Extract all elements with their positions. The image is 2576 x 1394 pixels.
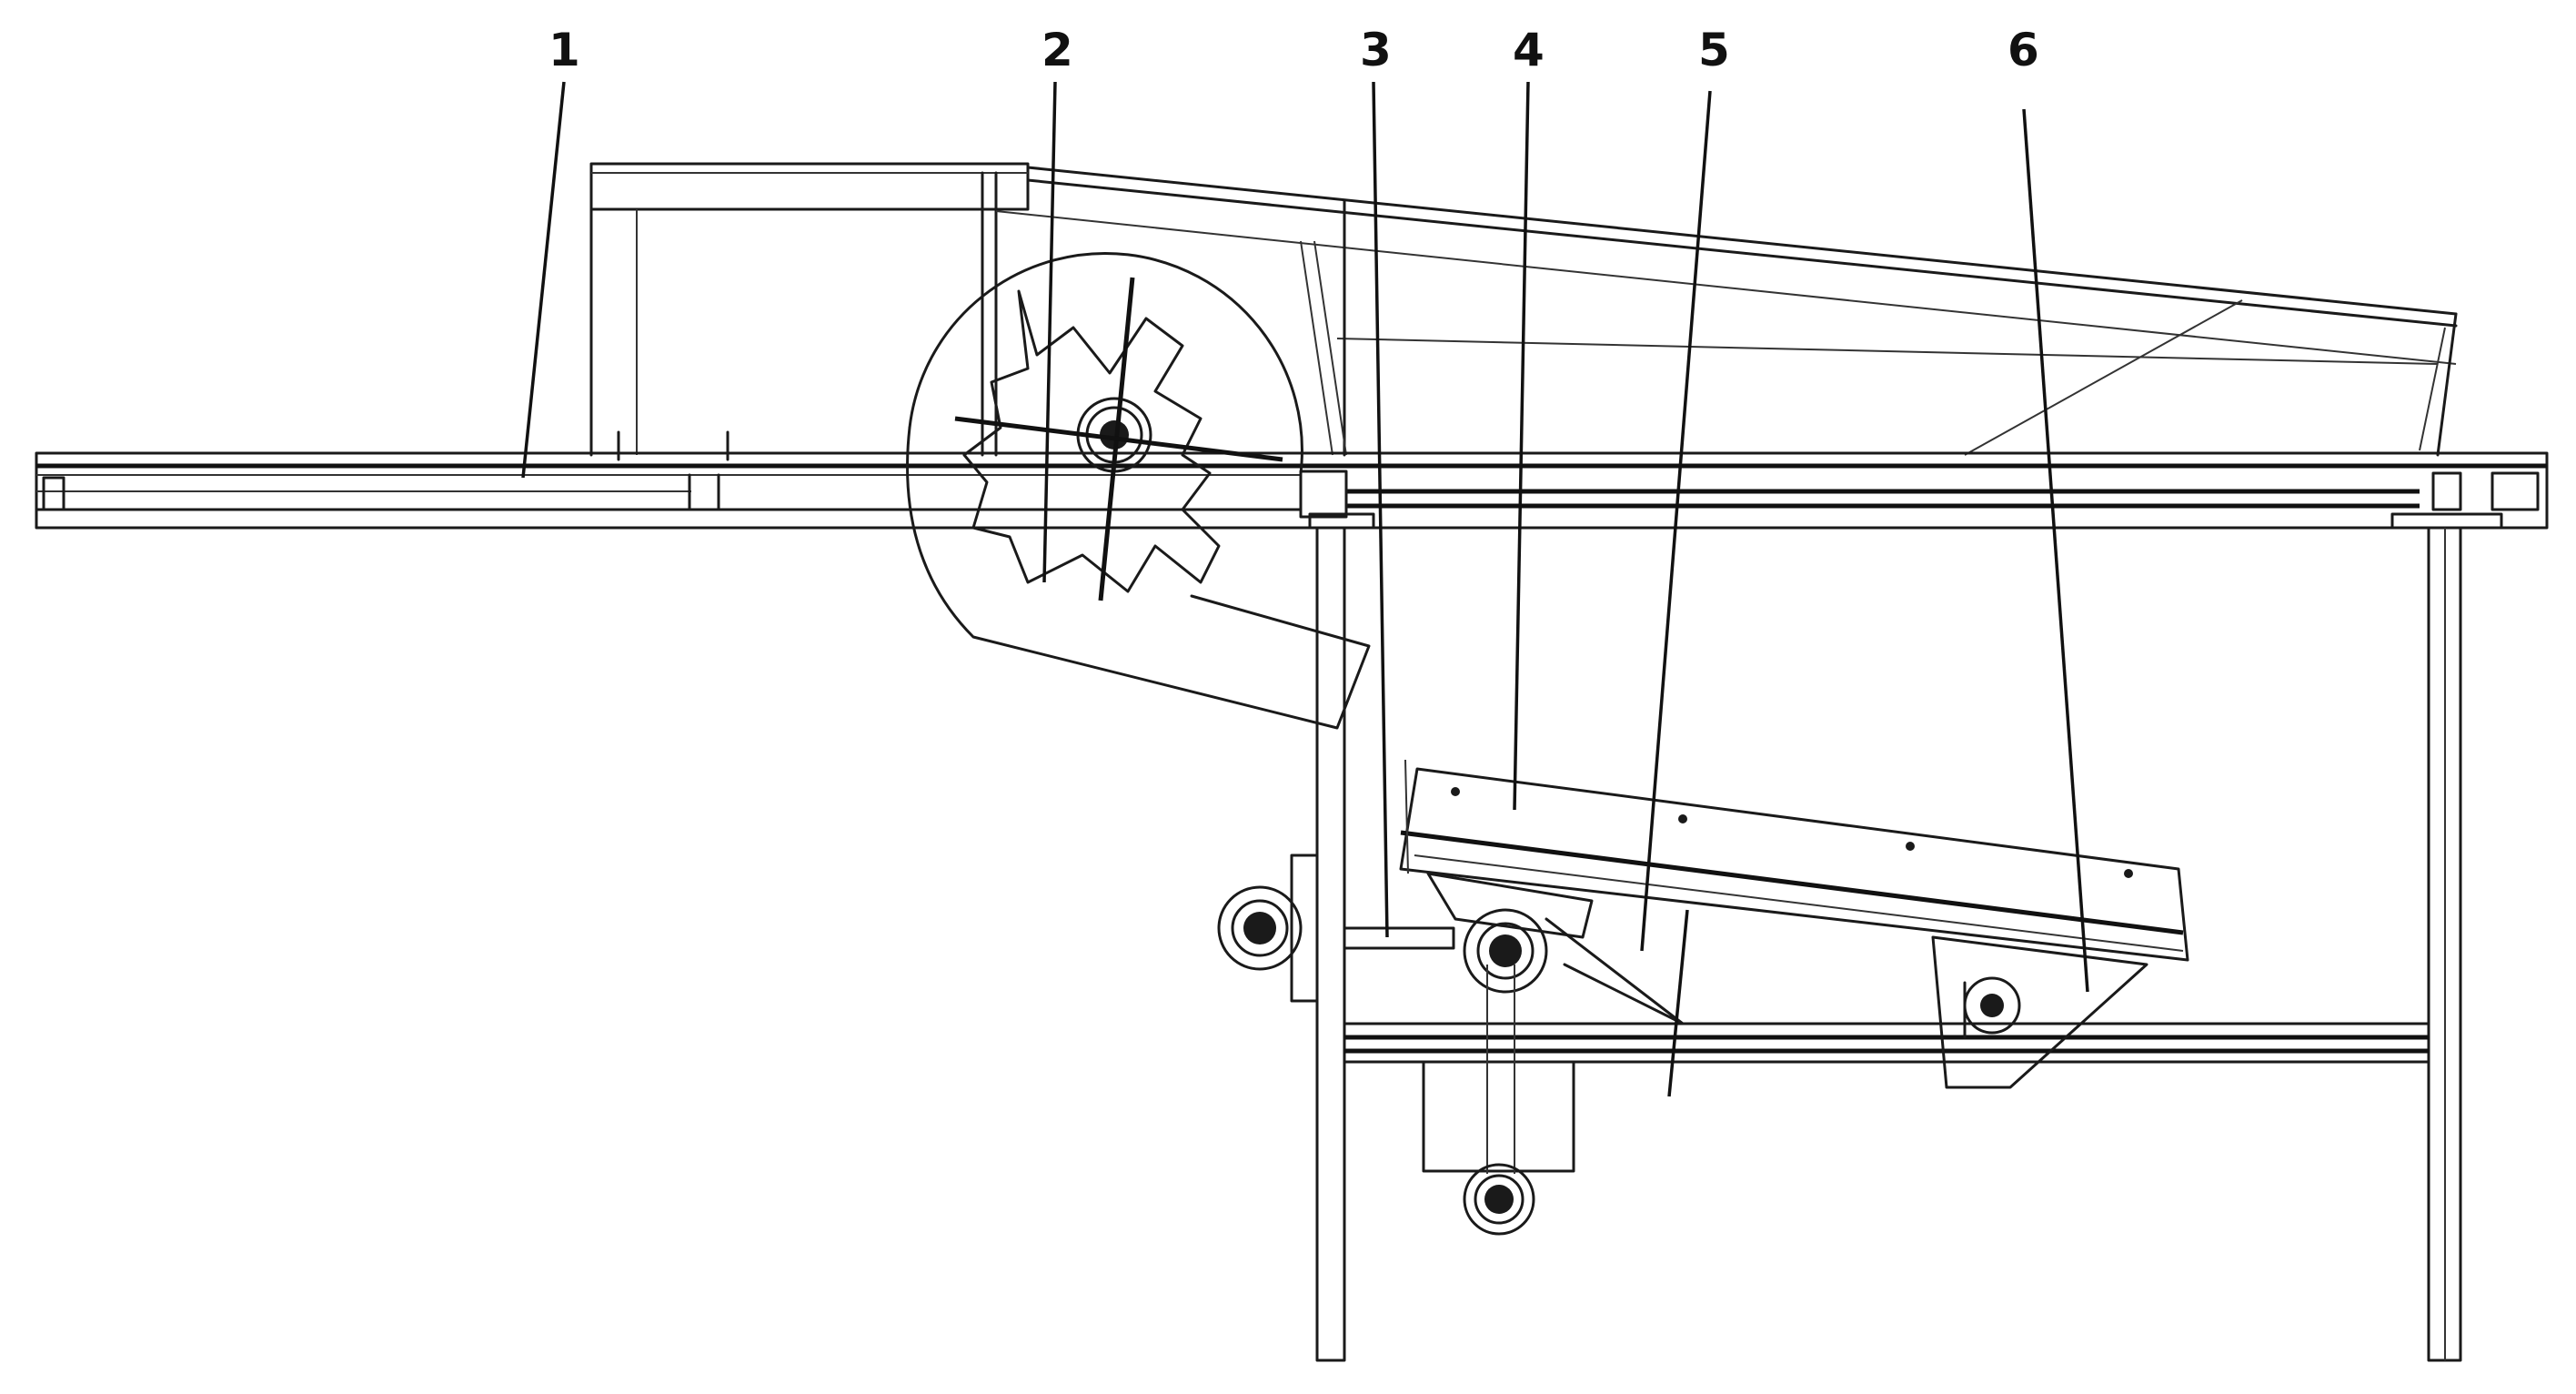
right-column — [2427, 526, 2462, 1362]
leader-lines — [521, 81, 2089, 1097]
rotor-assembly — [906, 252, 1371, 730]
leader-5b — [1667, 909, 1689, 1097]
main-beam — [35, 451, 2549, 530]
callout-1: 1 — [548, 24, 580, 76]
leader-1 — [521, 81, 566, 479]
leader-4 — [1513, 81, 1530, 811]
callout-2: 2 — [1041, 24, 1073, 76]
callout-3: 3 — [1360, 24, 1392, 76]
leader-3 — [1372, 81, 1389, 938]
leader-6 — [2022, 108, 2089, 993]
lower-cross-beam — [1343, 1022, 2430, 1064]
screen-drive — [1422, 872, 1685, 1236]
discharge-hopper — [1931, 935, 2148, 1089]
leader-2 — [1042, 81, 1057, 583]
upper-housing — [589, 162, 2458, 461]
leader-5a — [1640, 90, 1712, 952]
callout-labels: 1 2 3 4 5 6 — [548, 24, 2039, 76]
left-column — [1217, 526, 1346, 1362]
callout-6: 6 — [2007, 24, 2039, 76]
vibrating-screen — [1343, 759, 2189, 962]
callout-4: 4 — [1513, 24, 1545, 76]
callout-5: 5 — [1698, 24, 1730, 76]
